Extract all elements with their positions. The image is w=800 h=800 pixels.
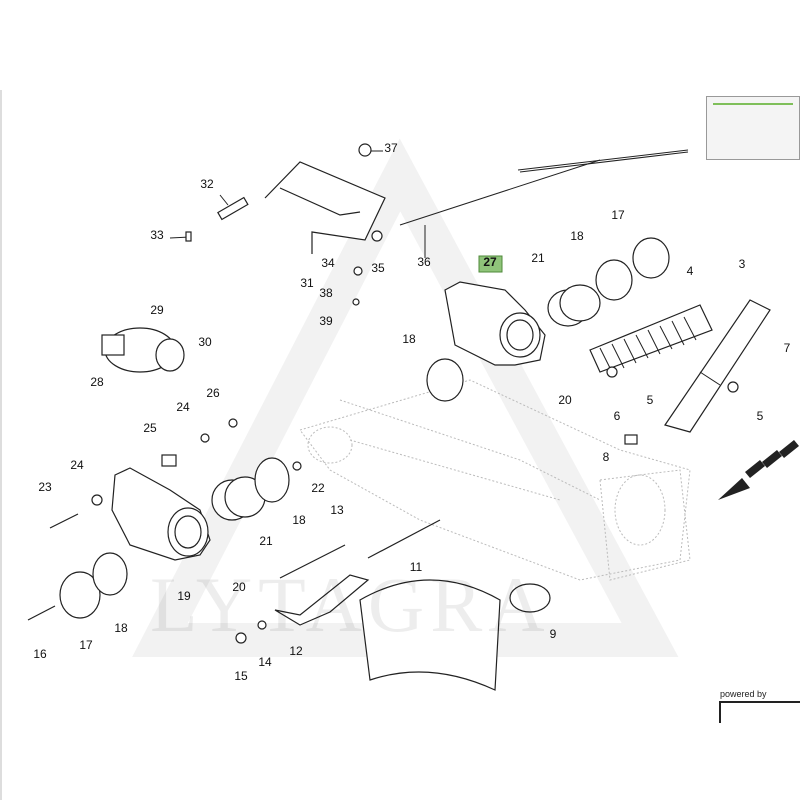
seal-ring-part-18-upper — [595, 259, 633, 301]
disc-part-17-lower — [59, 571, 101, 619]
callout-21[interactable]: 21 — [259, 534, 273, 548]
callout-34[interactable]: 34 — [321, 256, 335, 270]
overview-thumbnail[interactable] — [706, 96, 800, 160]
callout-18[interactable]: 18 — [114, 621, 128, 635]
bushing-part-21-lower — [211, 476, 266, 521]
housing-part-27 — [444, 281, 546, 366]
spring-part-4 — [589, 304, 713, 373]
callout-37[interactable]: 37 — [384, 141, 398, 155]
callout-8[interactable]: 8 — [603, 450, 610, 464]
powered-by-logo-frame — [719, 701, 800, 723]
shield-sheet — [359, 579, 501, 691]
strut-part-3 — [664, 299, 771, 433]
callout-7[interactable]: 7 — [784, 341, 791, 355]
direction-arrow-icon — [718, 440, 799, 500]
thumbnail-preview-icon — [713, 103, 793, 153]
bracket-part-31 — [264, 143, 386, 254]
callout-9[interactable]: 9 — [550, 627, 557, 641]
callout-29[interactable]: 29 — [150, 303, 164, 317]
callout-16[interactable]: 16 — [33, 647, 47, 661]
watermark-triangle — [132, 138, 679, 657]
rod-part-36 — [399, 149, 689, 258]
callout-19[interactable]: 19 — [177, 589, 191, 603]
callout-3[interactable]: 3 — [739, 257, 746, 271]
housing-part-19 — [111, 467, 211, 561]
callout-26[interactable]: 26 — [206, 386, 220, 400]
callout-36[interactable]: 36 — [417, 255, 431, 269]
hub-part-28 — [101, 327, 185, 373]
callout-20[interactable]: 20 — [558, 393, 572, 407]
callout-31[interactable]: 31 — [300, 276, 314, 290]
bracket-part-12 — [274, 574, 370, 626]
main-arm-dotted — [299, 379, 691, 581]
callout-24[interactable]: 24 — [70, 458, 84, 472]
callout-18[interactable]: 18 — [570, 229, 584, 243]
seal-ring-part-18-lowest — [92, 552, 128, 596]
powered-by-label: powered by — [720, 689, 767, 699]
callout-5[interactable]: 5 — [647, 393, 654, 407]
callout-6[interactable]: 6 — [614, 409, 621, 423]
callout-32[interactable]: 32 — [200, 177, 214, 191]
callout-18[interactable]: 18 — [402, 332, 416, 346]
bushing-part-21-upper — [547, 284, 601, 327]
callout-13[interactable]: 13 — [330, 503, 344, 517]
callout-17[interactable]: 17 — [611, 208, 625, 222]
callout-22[interactable]: 22 — [311, 481, 325, 495]
callout-35[interactable]: 35 — [371, 261, 385, 275]
callout-12[interactable]: 12 — [289, 644, 303, 658]
seal-ring-part-18-lower — [254, 457, 290, 503]
callout-33[interactable]: 33 — [150, 228, 164, 242]
callout-25[interactable]: 25 — [143, 421, 157, 435]
pin-part-32 — [169, 194, 249, 242]
seal-ring-part-18-mid — [426, 358, 464, 402]
callout-18[interactable]: 18 — [292, 513, 306, 527]
callout-17[interactable]: 17 — [79, 638, 93, 652]
highlight-box-27 — [478, 255, 503, 273]
callout-14[interactable]: 14 — [258, 655, 272, 669]
callout-23[interactable]: 23 — [38, 480, 52, 494]
callout-11[interactable]: 11 — [410, 560, 423, 574]
clamp-part-9 — [509, 583, 551, 613]
callout-21[interactable]: 21 — [531, 251, 545, 265]
small-hardware — [91, 230, 739, 644]
bolts — [27, 513, 441, 621]
disc-part-17-upper — [632, 237, 670, 279]
callout-27[interactable]: 27 — [483, 255, 497, 269]
callout-4[interactable]: 4 — [687, 264, 694, 278]
callout-39[interactable]: 39 — [319, 314, 333, 328]
callout-30[interactable]: 30 — [198, 335, 212, 349]
callout-5[interactable]: 5 — [757, 409, 764, 423]
callout-24[interactable]: 24 — [176, 400, 190, 414]
frame-left-edge — [0, 90, 2, 800]
callout-15[interactable]: 15 — [234, 669, 248, 683]
callout-38[interactable]: 38 — [319, 286, 333, 300]
callout-labels: 37 32 33 34 35 31 36 38 39 27 21 18 17 4 3 29 30 28 18 7 20 6… — [33, 141, 790, 683]
callout-28[interactable]: 28 — [90, 375, 104, 389]
callout-20[interactable]: 20 — [232, 580, 246, 594]
